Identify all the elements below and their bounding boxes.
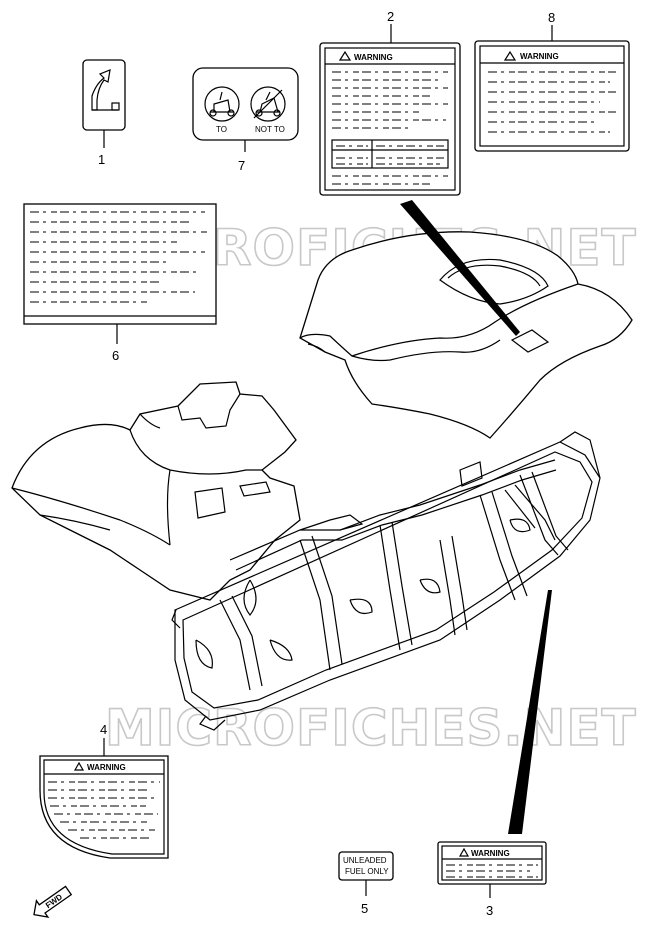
callout-1: 1 [98,152,105,167]
rear-fender [299,231,633,439]
decal-7-right-text: NOT TO [255,125,285,134]
warning-title-2: WARNING [354,53,393,62]
warning-label-part-2: WARNING [319,24,461,196]
pointer-part-3 [508,590,552,834]
callout-7: 7 [238,158,245,173]
callout-5: 5 [361,901,368,916]
main-frame [171,431,601,731]
warning-title-8: WARNING [520,52,559,61]
watermark-bottom: MICROFICHES.NET [105,699,637,757]
warning-title-3: WARNING [471,849,510,858]
callout-6: 6 [112,348,119,363]
fuel-label-line1: UNLEADED [343,856,387,865]
fuel-label-part-5: UNLEADED FUEL ONLY [338,851,394,896]
pointer-part-2 [400,200,520,336]
warning-title-4: WARNING [87,763,126,772]
fuel-label-line2: FUEL ONLY [345,867,389,876]
decal-part-1 [82,59,126,148]
warning-label-part-4: WARNING [39,738,169,859]
forward-direction-arrow: FWD [33,885,73,918]
warning-label-part-3: WARNING [437,841,547,898]
callout-2: 2 [387,9,394,24]
warning-label-part-8: WARNING [474,25,630,152]
callout-4: 4 [100,722,107,737]
decal-part-7: TO NOT TO [192,67,299,152]
info-label-part-6 [23,203,217,344]
decal-7-left-text: TO [216,125,227,134]
callout-3: 3 [486,903,493,918]
callout-8: 8 [548,10,555,25]
front-fender [11,381,301,601]
